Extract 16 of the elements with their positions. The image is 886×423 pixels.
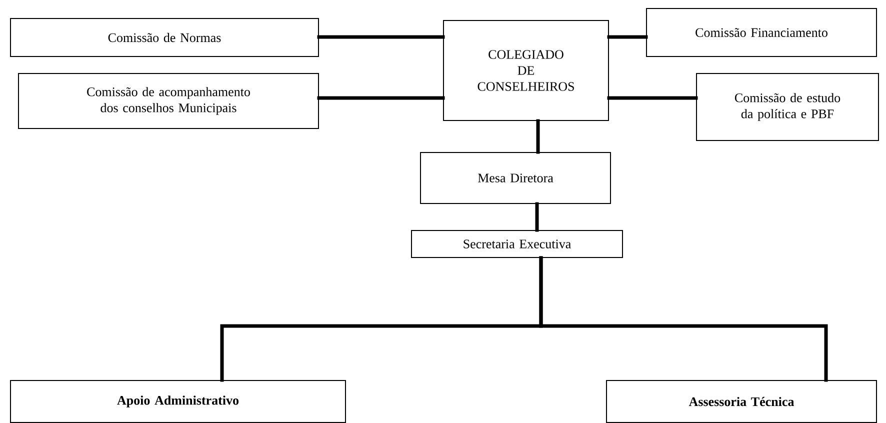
org-box: Apoio Administrativo — [10, 380, 346, 423]
org-box: Comissão de estudo da política e PBF — [696, 73, 879, 141]
connector-line — [607, 96, 698, 100]
connector-line — [317, 96, 445, 100]
connector-line — [607, 35, 648, 39]
org-box: Comissão Financiamento — [646, 8, 878, 57]
connector-line — [317, 35, 445, 39]
connector-line — [539, 256, 828, 382]
org-box: Comissão de Normas — [10, 18, 319, 57]
org-box: Secretaria Executiva — [411, 230, 623, 258]
connector-line — [535, 202, 539, 232]
org-box: COLEGIADO DE CONSELHEIROS — [443, 20, 609, 121]
connector-line — [536, 119, 540, 154]
org-box: Mesa Diretora — [420, 152, 611, 204]
org-box: Comissão de acompanhamento dos conselhos Municipais — [18, 73, 319, 129]
org-box: Assessoria Técnica — [606, 380, 878, 423]
